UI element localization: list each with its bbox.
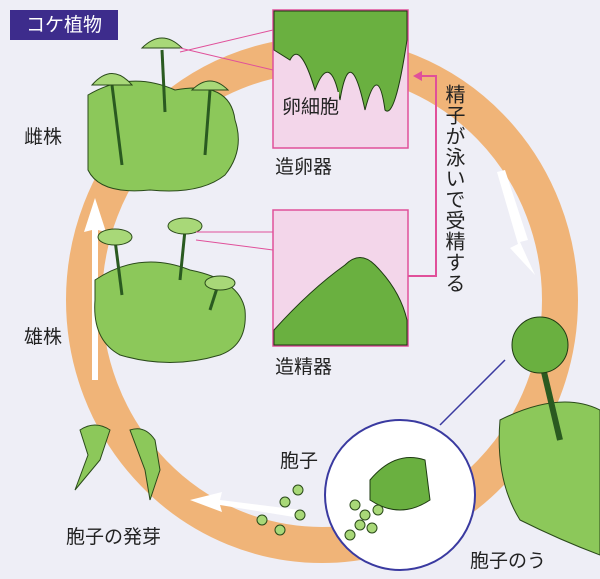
page-title: コケ植物 [10,10,118,40]
cycle-arrow-bottom [190,492,300,518]
germinating-spores [74,424,161,501]
fertilization-label: 精子が泳いで受精する [442,84,466,294]
male-plant-drawing [94,217,246,363]
male-plant-label: 雄株 [24,326,63,348]
egg-cell-label: 卵細胞 [282,92,340,119]
sporangium-label: 胞子のう [470,550,547,572]
sporophyte-drawing [498,316,600,556]
cycle-arrow-right [497,170,535,275]
female-plant-drawing [87,37,239,192]
archegonium-label: 造卵器 [275,156,333,178]
fertilization-arrow [408,75,437,277]
female-plant-label: 雌株 [24,126,63,148]
spores [256,484,384,541]
germination-label: 胞子の発芽 [66,526,162,548]
spore-label: 胞子 [280,450,319,472]
antheridium-label: 造精器 [275,356,333,378]
